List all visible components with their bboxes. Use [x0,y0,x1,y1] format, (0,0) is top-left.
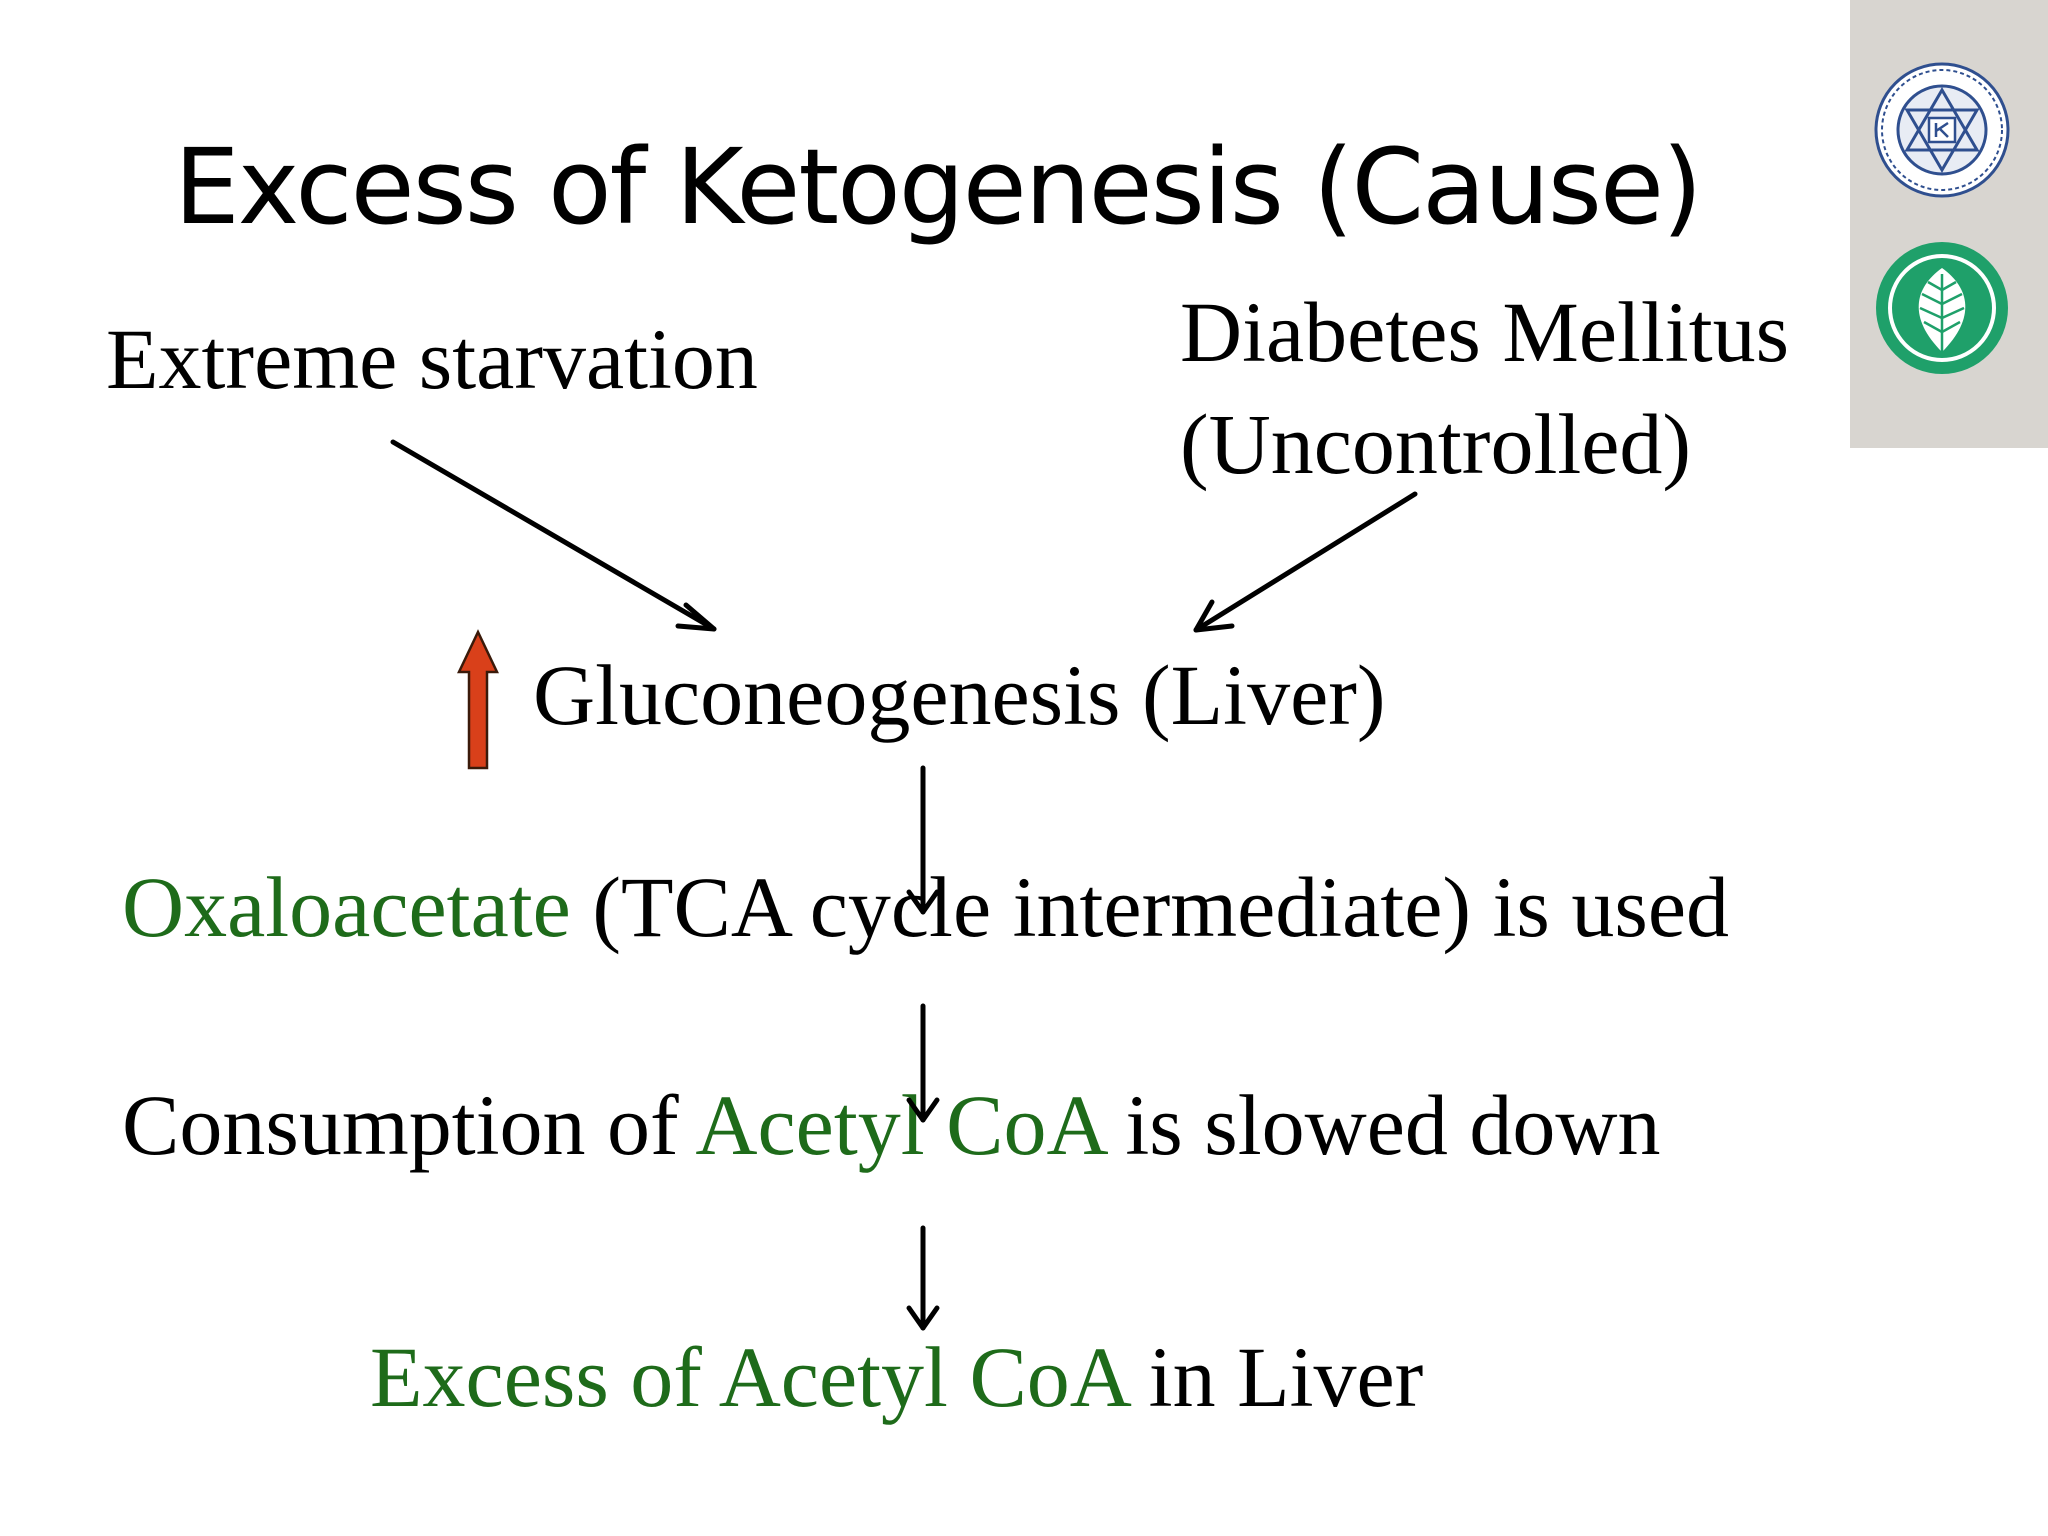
excess-rest: in Liver [1127,1329,1424,1425]
gluconeogenesis-label: Gluconeogenesis (Liver) [533,647,1386,743]
cause-starvation: Extreme starvation [106,311,758,407]
up-arrow-icon [457,629,499,770]
leaf-emblem-icon [1876,242,2008,374]
cause-diabetes-line2: (Uncontrolled) [1180,396,1692,492]
institution-emblem-icon [1874,62,2010,198]
oxaloacetate-rest: (TCA cycle intermediate) is used [570,859,1730,955]
excess-acetyl-coa-term: Excess of Acetyl CoA [370,1329,1128,1425]
step-excess: Excess of Acetyl CoA in Liver [370,1334,1423,1420]
cause-diabetes: Diabetes Mellitus (Uncontrolled) [1180,276,1789,500]
oxaloacetate-term: Oxaloacetate [122,859,571,955]
consumption-prefix: Consumption of [122,1077,696,1173]
step-consumption: Consumption of Acetyl CoA is slowed down [122,1082,1660,1168]
arrow-diabetes-to-gluconeogenesis [1193,491,1418,633]
cause-diabetes-line1: Diabetes Mellitus [1180,284,1790,380]
arrow-down-3 [906,1225,940,1331]
logo-graphics [1874,62,2010,374]
step-oxaloacetate: Oxaloacetate (TCA cycle intermediate) is… [122,864,1729,950]
logo-panel [1850,0,2048,448]
acetyl-coa-term: Acetyl CoA [695,1077,1104,1173]
arrow-starvation-to-gluconeogenesis [390,439,717,632]
consumption-rest: is slowed down [1103,1077,1661,1173]
slide-title: Excess of Ketogenesis (Cause) [174,126,1703,248]
